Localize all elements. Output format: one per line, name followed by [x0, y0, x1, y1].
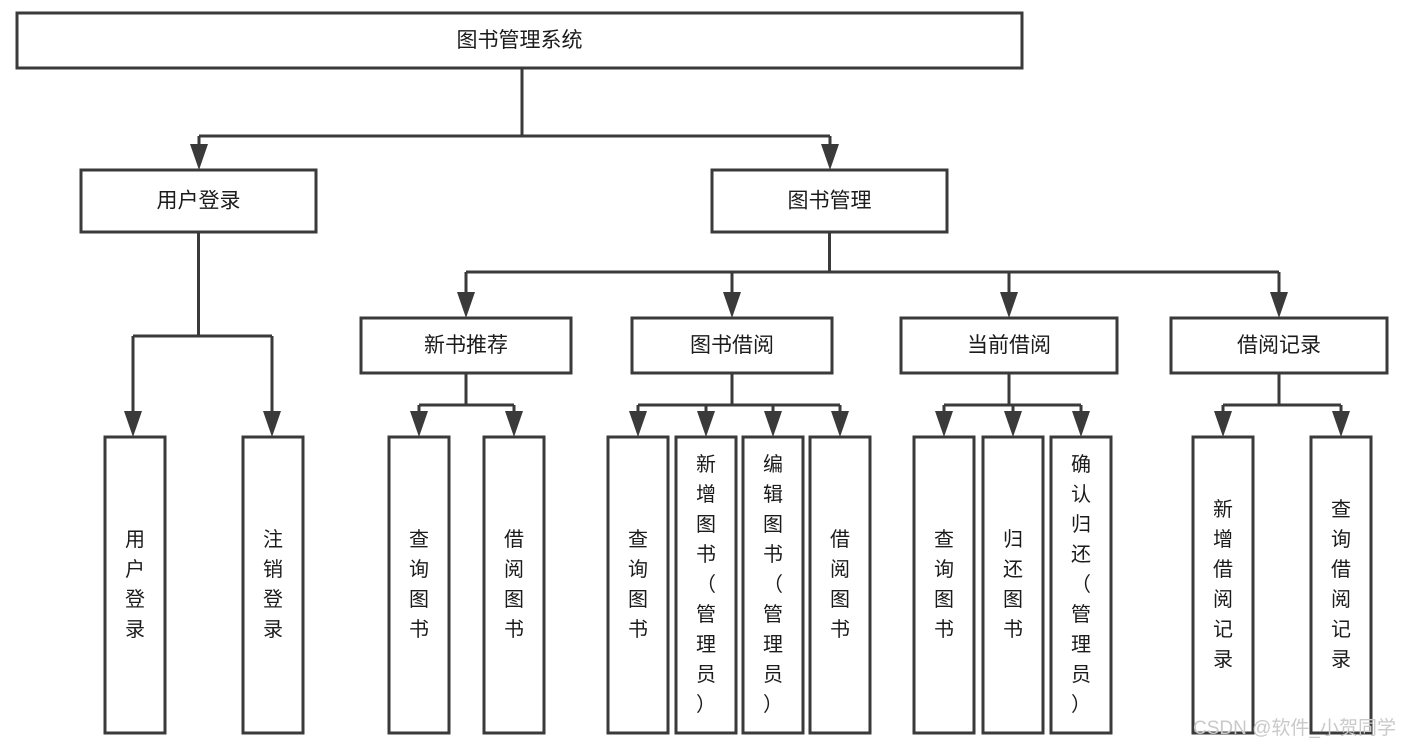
leaf-node-box[interactable]	[387, 435, 451, 735]
leaf-node-label: 编辑图书（管理员）	[763, 453, 783, 716]
leaf-node-label: 查询图书	[409, 528, 429, 641]
group-1-arrow-3	[831, 411, 849, 437]
leaf-node-leaf-return-book[interactable]: 归还图书	[981, 435, 1045, 735]
level1-node-label: 用户登录	[157, 190, 241, 213]
level2-node-box[interactable]	[1169, 316, 1389, 375]
root-arrow-1	[821, 144, 839, 170]
level2-node-box[interactable]	[359, 316, 573, 375]
level1-node-user-login[interactable]: 用户登录	[79, 168, 318, 234]
level1-node-label: 图书管理	[788, 190, 872, 213]
group-2-arrow-1	[1004, 411, 1022, 437]
group-0-arrow-0	[410, 411, 428, 437]
user-login-arrow-0	[124, 411, 142, 437]
leaf-node-label: 查询借阅记录	[1331, 498, 1351, 671]
book-management-arrow-3	[1270, 292, 1288, 318]
leaf-node-leaf-logout-login[interactable]: 注销登录	[241, 435, 305, 735]
leaf-node-leaf-borrow-book[interactable]: 借阅图书	[808, 435, 872, 735]
group-2-arrow-0	[935, 411, 953, 437]
root-arrow-0	[190, 144, 208, 170]
group-1-arrow-2	[764, 411, 782, 437]
leaf-node-box[interactable]	[1309, 435, 1373, 735]
level2-node-label: 当前借阅	[967, 334, 1051, 357]
leaf-node-label: 新增图书（管理员）	[696, 453, 716, 716]
leaf-node-label: 归还图书	[1003, 528, 1023, 641]
group-3-arrow-1	[1332, 411, 1350, 437]
leaf-node-label: 注销登录	[263, 528, 283, 641]
book-management-arrow-1	[723, 292, 741, 318]
group-1-arrow-0	[629, 411, 647, 437]
leaf-node-leaf-add-borrow-record[interactable]: 新增借阅记录	[1191, 435, 1255, 735]
level1-node-box[interactable]	[710, 168, 949, 234]
leaf-node-leaf-confirm-return[interactable]: 确认归还（管理员）	[1049, 435, 1113, 735]
leaf-node-leaf-query-book-current[interactable]: 查询图书	[912, 435, 976, 735]
connector-layer	[124, 68, 1350, 437]
level2-node-book-borrow[interactable]: 图书借阅	[630, 316, 834, 375]
leaf-node-leaf-edit-book[interactable]: 编辑图书（管理员）	[741, 435, 805, 735]
book-management-arrow-0	[457, 292, 475, 318]
level2-node-label: 借阅记录	[1237, 334, 1321, 357]
node-layer: 图书管理系统用户登录图书管理新书推荐图书借阅当前借阅借阅记录用户登录注销登录查询…	[15, 11, 1389, 735]
level2-node-borrow-record[interactable]: 借阅记录	[1169, 316, 1389, 375]
leaf-node-label: 新增借阅记录	[1213, 498, 1233, 671]
leaf-node-box[interactable]	[482, 435, 546, 735]
leaf-node-box[interactable]	[981, 435, 1045, 735]
leaf-node-box[interactable]	[674, 435, 738, 735]
leaf-node-box[interactable]	[808, 435, 872, 735]
group-2-arrow-2	[1072, 411, 1090, 437]
leaf-node-box[interactable]	[241, 435, 305, 735]
leaf-node-leaf-user-login[interactable]: 用户登录	[103, 435, 167, 735]
root-node-label: 图书管理系统	[457, 29, 583, 52]
level1-node-book-management[interactable]: 图书管理	[710, 168, 949, 234]
leaf-node-box[interactable]	[1191, 435, 1255, 735]
leaf-node-box[interactable]	[606, 435, 670, 735]
csdn-watermark: CSDN @软件_小贺同学	[1193, 717, 1396, 739]
root-node-undefined[interactable]: 图书管理系统	[15, 11, 1024, 70]
level2-node-box[interactable]	[630, 316, 834, 375]
leaf-node-label: 查询图书	[628, 528, 648, 641]
leaf-node-leaf-query-book-borrow[interactable]: 查询图书	[606, 435, 670, 735]
book-management-arrow-2	[1000, 292, 1018, 318]
group-3-arrow-0	[1214, 411, 1232, 437]
group-1-arrow-1	[697, 411, 715, 437]
leaf-node-leaf-borrow-book-recommend[interactable]: 借阅图书	[482, 435, 546, 735]
user-login-arrow-1	[263, 411, 281, 437]
leaf-node-leaf-add-book[interactable]: 新增图书（管理员）	[674, 435, 738, 735]
leaf-node-box[interactable]	[103, 435, 167, 735]
level2-node-label: 图书借阅	[690, 334, 774, 357]
level2-node-new-book-recommend[interactable]: 新书推荐	[359, 316, 573, 375]
leaf-node-box[interactable]	[912, 435, 976, 735]
leaf-node-box[interactable]	[1049, 435, 1113, 735]
level2-node-label: 新书推荐	[424, 334, 508, 357]
leaf-node-label: 查询图书	[934, 528, 954, 641]
leaf-node-leaf-query-book-recommend[interactable]: 查询图书	[387, 435, 451, 735]
leaf-node-label: 借阅图书	[504, 528, 524, 641]
leaf-node-label: 用户登录	[125, 529, 145, 641]
group-0-arrow-1	[505, 411, 523, 437]
leaf-node-label: 确认归还（管理员）	[1071, 453, 1091, 716]
leaf-node-leaf-query-borrow-record[interactable]: 查询借阅记录	[1309, 435, 1373, 735]
level2-node-box[interactable]	[899, 316, 1119, 375]
leaf-node-box[interactable]	[741, 435, 805, 735]
level1-node-box[interactable]	[79, 168, 318, 234]
root-node-box[interactable]	[15, 11, 1024, 70]
leaf-node-label: 借阅图书	[830, 528, 850, 641]
level2-node-current-borrow[interactable]: 当前借阅	[899, 316, 1119, 375]
